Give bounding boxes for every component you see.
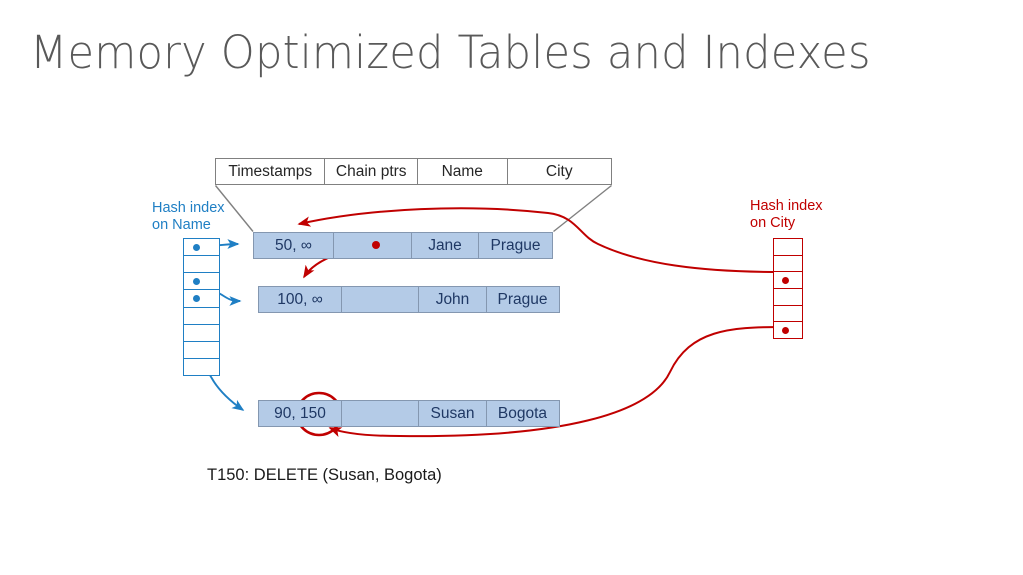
city-bucket-1 <box>774 239 802 256</box>
schema-column-timestamps: Timestamps <box>216 159 326 184</box>
schema-header-row: Timestamps Chain ptrs Name City <box>215 158 612 185</box>
name-bucket-3 <box>184 273 219 291</box>
row-jane-timestamps: 50, ∞ <box>254 233 334 258</box>
name-bucket-8 <box>184 359 219 375</box>
table-row: 90, 150 Susan Bogota <box>258 400 560 427</box>
schema-column-chain-ptrs: Chain ptrs <box>325 159 418 184</box>
row-susan-city: Bogota <box>497 404 548 422</box>
city-bucket-3 <box>774 272 802 290</box>
name-bucket-4 <box>184 290 219 308</box>
row-john-chain-ptrs <box>342 287 419 312</box>
name-bucket-2 <box>184 256 219 274</box>
schema-column-name: Name <box>418 159 508 184</box>
hash-index-name-buckets <box>183 238 220 376</box>
hash-index-name-label-line1: Hash index <box>152 200 225 216</box>
schema-funnel-lines <box>214 184 612 233</box>
city-bucket-2 <box>774 256 802 273</box>
schema-column-city: City <box>545 162 573 180</box>
row-susan-chain-ptrs <box>342 401 419 426</box>
row-susan-name: Susan <box>419 401 487 426</box>
city-bucket-5 <box>774 306 802 323</box>
hash-index-city-label: Hash index on City <box>750 198 823 232</box>
name-bucket-7 <box>184 342 219 359</box>
row-jane-name: Jane <box>412 233 479 258</box>
name-bucket-5 <box>184 308 219 325</box>
row-jane-chain-ptrs <box>334 233 412 258</box>
hash-index-city-label-line2: on City <box>750 215 796 231</box>
hash-index-name-label: Hash index on Name <box>152 200 225 234</box>
table-row: 100, ∞ John Prague <box>258 286 560 313</box>
name-bucket-6 <box>184 325 219 342</box>
hash-index-name-label-line2: on Name <box>152 217 211 233</box>
row-jane-city: Prague <box>490 236 541 254</box>
row-susan-timestamps: 90, 150 <box>259 401 342 426</box>
row-john-timestamps: 100, ∞ <box>259 287 342 312</box>
name-bucket-1 <box>184 239 219 257</box>
page-title: Memory Optimized Tables and Indexes <box>30 26 871 79</box>
city-bucket-4 <box>774 289 802 306</box>
city-bucket-6 <box>774 322 802 338</box>
table-row: 50, ∞ Jane Prague <box>253 232 553 259</box>
transaction-caption: T150: DELETE (Susan, Bogota) <box>207 466 442 484</box>
hash-index-city-buckets <box>773 238 803 339</box>
chain-pointer-dot-icon <box>372 241 380 249</box>
row-john-name: John <box>419 287 487 312</box>
hash-index-city-label-line1: Hash index <box>750 198 823 214</box>
row-john-city: Prague <box>497 290 548 308</box>
